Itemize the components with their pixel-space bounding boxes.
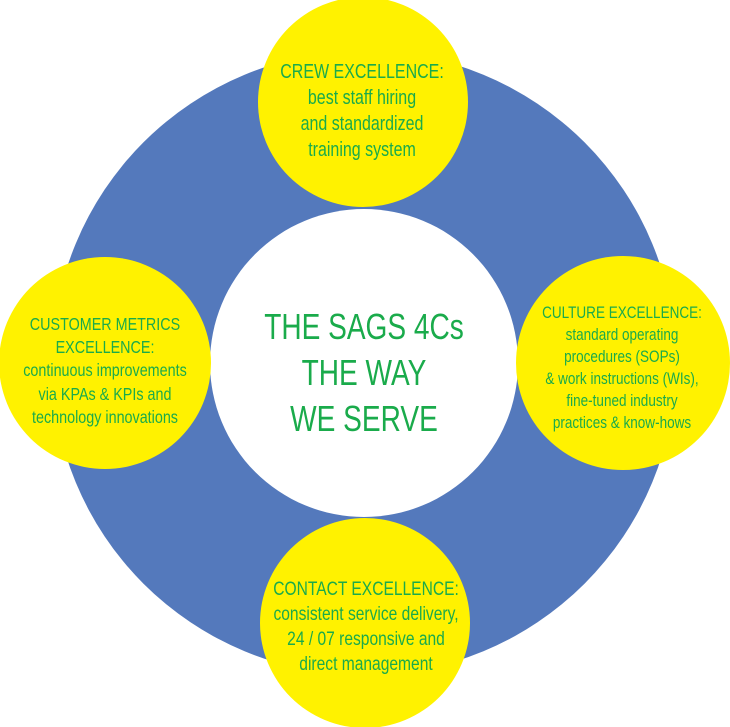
contact-excellence-heading: CONTACT EXCELLENCE: [273, 577, 459, 599]
customer-metrics-heading: EXCELLENCE: [56, 339, 155, 358]
crew-excellence-heading: CREW EXCELLENCE: [280, 60, 444, 82]
culture-excellence-line: standard operating [566, 326, 679, 345]
center-title-line: WE SERVE [290, 399, 438, 439]
culture-excellence-heading: CULTURE EXCELLENCE: [542, 304, 702, 323]
center-title-line: THE WAY [302, 353, 427, 393]
contact-excellence-line: 24 / 07 responsive and [287, 627, 445, 649]
crew-excellence-line: best staff hiring [308, 86, 416, 108]
contact-excellence-circle [260, 518, 470, 727]
center-title: THE SAGS 4Cs THE WAY WE SERVE [264, 307, 464, 439]
crew-excellence-circle [258, 0, 468, 207]
crew-excellence-line: training system [308, 138, 416, 160]
culture-excellence-line: procedures (SOPs) [564, 348, 680, 367]
center-hub-circle [210, 209, 518, 517]
customer-metrics-excellence-circle [0, 257, 211, 469]
center-title-line: THE SAGS 4Cs [264, 307, 464, 347]
contact-excellence-text: CONTACT EXCELLENCE: consistent service d… [273, 577, 459, 674]
culture-excellence-line: & work instructions (WIs), [545, 370, 698, 389]
customer-metrics-line: technology innovations [32, 409, 178, 428]
crew-excellence-line: and standardized [301, 112, 424, 134]
culture-excellence-line: fine-tuned industry [566, 392, 678, 411]
culture-excellence-line: practices & know-hows [553, 414, 691, 433]
contact-excellence-line: direct management [299, 652, 432, 674]
customer-metrics-excellence-text: CUSTOMER METRICS EXCELLENCE: continuous … [23, 316, 186, 428]
crew-excellence-text: CREW EXCELLENCE: best staff hiring and s… [280, 60, 444, 160]
culture-excellence-text: CULTURE EXCELLENCE: standard operating p… [542, 304, 702, 433]
contact-excellence-line: consistent service delivery, [273, 602, 458, 624]
customer-metrics-heading: CUSTOMER METRICS [30, 316, 180, 335]
culture-excellence-circle [516, 256, 730, 470]
customer-metrics-line: continuous improvements [23, 362, 186, 381]
customer-metrics-line: via KPAs & KPIs and [39, 386, 172, 405]
